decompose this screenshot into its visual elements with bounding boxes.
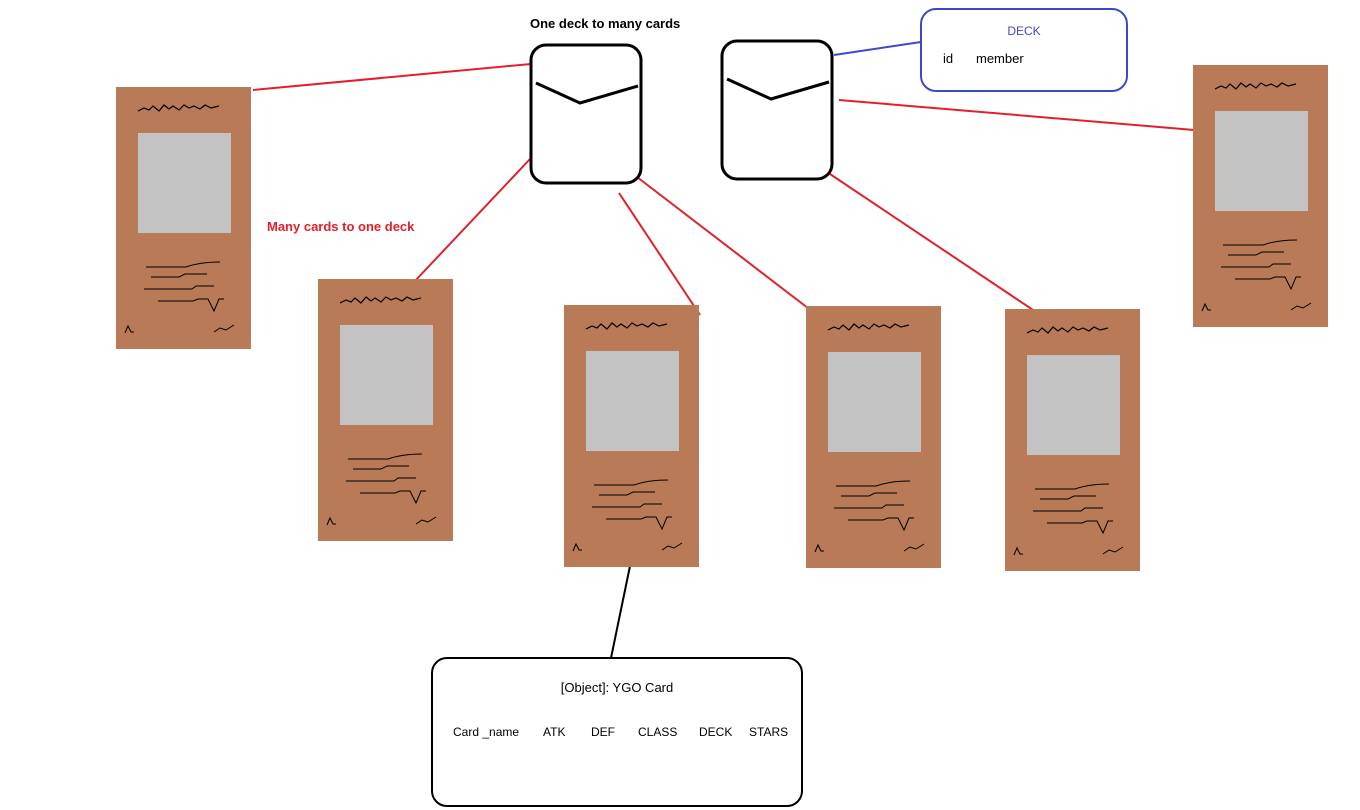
deck-field-member: member xyxy=(976,51,1024,66)
card-icon xyxy=(1192,64,1329,328)
card-icon xyxy=(805,305,942,569)
card-object-title: [Object]: YGO Card xyxy=(560,680,674,695)
many-to-one-label: Many cards to one deck xyxy=(267,219,415,234)
card-field-def: DEF xyxy=(591,725,615,739)
deck-field-id: id xyxy=(943,51,954,66)
card-field-atk: ATK xyxy=(543,725,566,739)
card-field-stars: STARS xyxy=(749,725,789,739)
relation-lines xyxy=(252,63,1207,319)
deck-entity-title: DECK xyxy=(1007,24,1041,38)
card-object-box: [Object]: YGO Card Card _name ATK DEF CL… xyxy=(431,657,803,807)
one-to-many-label: One deck to many cards xyxy=(530,16,681,31)
deck-icon xyxy=(720,39,834,181)
deck-entity-connector xyxy=(833,41,922,56)
card-field-deck: DECK xyxy=(699,725,733,739)
card-field-class: CLASS xyxy=(638,725,678,739)
deck-icon xyxy=(529,43,643,185)
card-icon xyxy=(317,278,454,542)
deck-entity-box: DECK id member xyxy=(920,8,1128,92)
card-field-name: Card _name xyxy=(453,725,520,739)
card-icon xyxy=(1004,308,1141,572)
card-object-connector xyxy=(610,565,631,659)
card-icon xyxy=(115,86,252,350)
card-icon xyxy=(563,304,700,568)
